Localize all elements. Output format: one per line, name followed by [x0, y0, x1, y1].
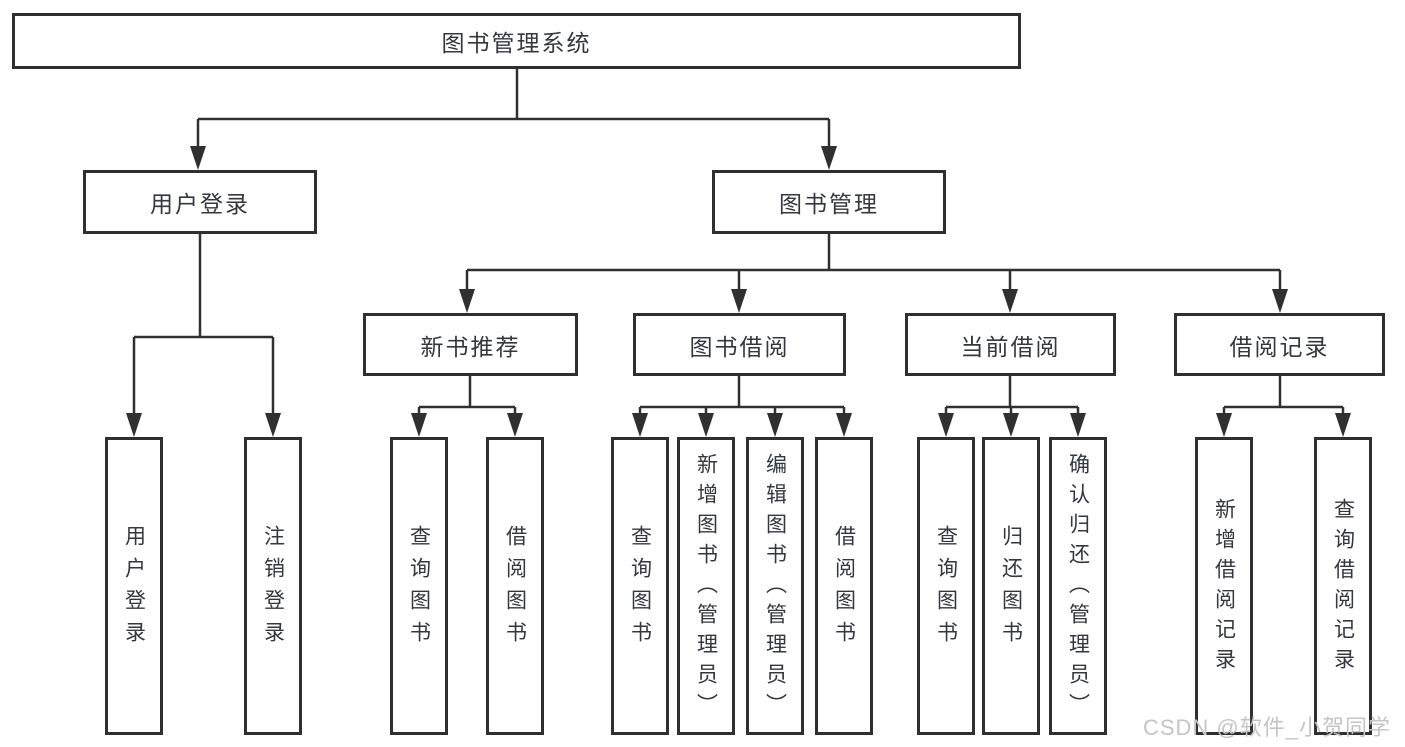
arrowhead [632, 413, 648, 437]
arrowhead [1002, 289, 1018, 313]
node-book-management: 图书管理 [712, 170, 946, 234]
arrowhead [731, 289, 747, 313]
node-leaf-newbooks-borrow: 借阅图书 [486, 437, 544, 735]
node-leaf-current-return: 归还图书 [982, 437, 1040, 735]
node-root: 图书管理系统 [12, 13, 1021, 69]
arrowhead [126, 413, 142, 437]
node-leaf-current-confirm-admin: 确认归还（管理员） [1049, 437, 1107, 735]
node-leaf-user-login: 用户登录 [105, 437, 163, 735]
node-leaf-newbooks-query: 查询图书 [390, 437, 448, 735]
node-current-borrow: 当前借阅 [905, 313, 1116, 376]
csdn-watermark: CSDN @软件_小贺同学 [1142, 715, 1391, 740]
node-leaf-records-query: 查询借阅记录 [1314, 437, 1372, 735]
arrowhead [1003, 413, 1019, 437]
arrowhead [938, 413, 954, 437]
node-new-book-recommend: 新书推荐 [363, 313, 578, 376]
arrowhead [190, 146, 206, 170]
arrowhead [1216, 413, 1232, 437]
node-leaf-borrow-add-admin: 新增图书（管理员） [677, 437, 735, 735]
arrowhead [821, 146, 837, 170]
arrowhead [836, 413, 852, 437]
arrowhead [1070, 413, 1086, 437]
node-borrow-records: 借阅记录 [1174, 313, 1385, 376]
arrowhead [265, 413, 281, 437]
node-leaf-borrow-query: 查询图书 [611, 437, 669, 735]
arrowhead [507, 413, 523, 437]
arrowhead [1272, 289, 1288, 313]
node-leaf-records-add: 新增借阅记录 [1195, 437, 1253, 735]
node-leaf-logout: 注销登录 [244, 437, 302, 735]
arrowhead [698, 413, 714, 437]
node-leaf-borrow-book: 借阅图书 [815, 437, 873, 735]
node-leaf-borrow-edit-admin: 编辑图书（管理员） [746, 437, 804, 735]
arrowhead [1335, 413, 1351, 437]
node-user-login: 用户登录 [83, 170, 317, 234]
arrowhead [767, 413, 783, 437]
arrowhead [411, 413, 427, 437]
arrowhead [459, 289, 475, 313]
node-book-borrow: 图书借阅 [633, 313, 846, 376]
node-leaf-current-query: 查询图书 [917, 437, 975, 735]
